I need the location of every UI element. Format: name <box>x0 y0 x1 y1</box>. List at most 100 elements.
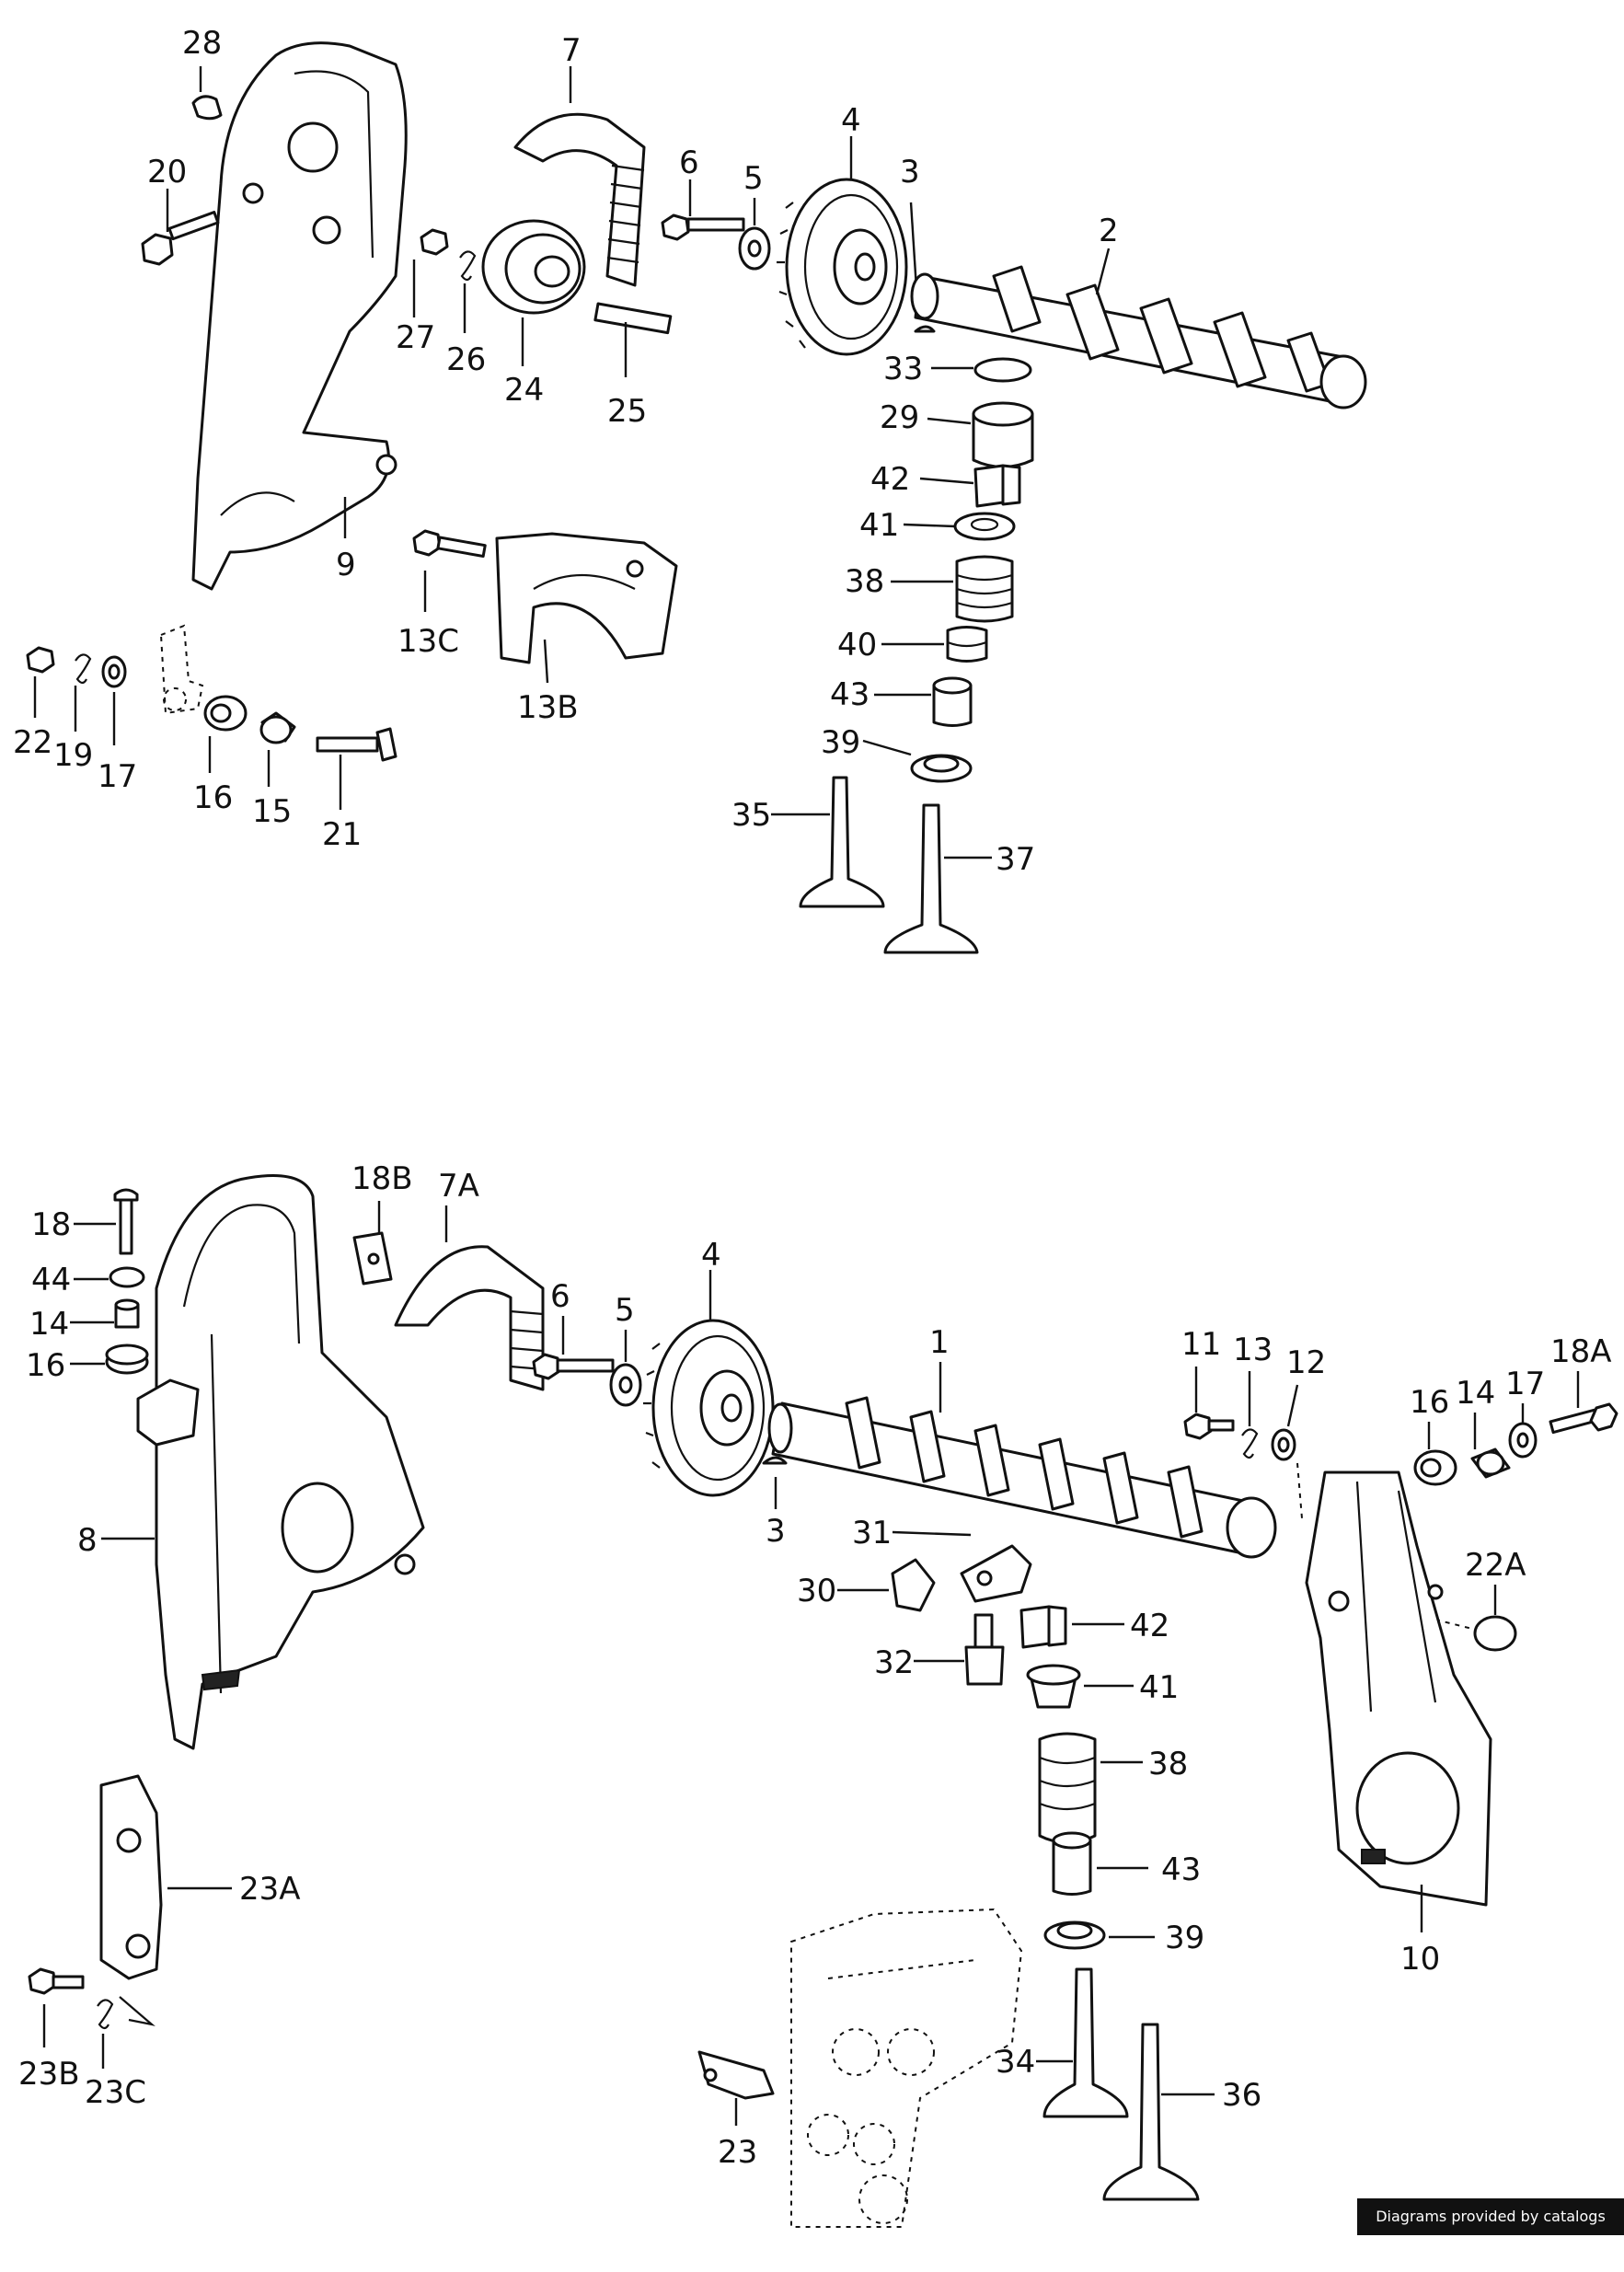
part-2-camshaft[interactable] <box>910 265 1367 409</box>
part-32-hydraulic-adjuster[interactable] <box>964 1613 1005 1686</box>
part-26-lock-washer[interactable] <box>459 250 477 282</box>
part-30-clip[interactable] <box>891 1558 936 1612</box>
part-18b-clip[interactable] <box>352 1231 393 1286</box>
part-39-valve-stem-seal-bottom[interactable] <box>1043 1920 1106 1950</box>
part-34-intake-valve[interactable] <box>1042 1967 1129 2118</box>
part-25-stud[interactable] <box>593 302 673 335</box>
part-3-woodruff-key[interactable] <box>914 325 936 333</box>
part-22-nut[interactable] <box>26 646 55 674</box>
part-38-outer-valve-spring[interactable] <box>955 555 1014 623</box>
part-43-valve-guide[interactable] <box>932 676 973 727</box>
label-35: 35 <box>731 797 771 834</box>
label-b38: 38 <box>1148 1746 1188 1782</box>
label-b14r: 14 <box>1456 1375 1495 1412</box>
part-16-bushing[interactable] <box>203 695 248 732</box>
part-43-valve-guide-bottom[interactable] <box>1052 1831 1092 1896</box>
part-18a-bolt[interactable] <box>1549 1402 1618 1435</box>
part-40-inner-valve-spring[interactable] <box>946 626 988 663</box>
part-39-valve-stem-seal[interactable] <box>910 754 973 783</box>
part-33-shim[interactable] <box>973 357 1032 383</box>
part-41-spring-retainer[interactable] <box>953 512 1016 541</box>
part-13c-bolt[interactable] <box>412 529 487 559</box>
diagram-credit-footer: Diagrams provided by catalogs parts <box>1357 2198 1624 2262</box>
label-25: 25 <box>607 393 647 430</box>
part-21-bolt[interactable] <box>316 727 397 762</box>
label-42: 42 <box>870 461 910 498</box>
part-19-lock-washer[interactable] <box>75 653 92 685</box>
label-b39: 39 <box>1165 1920 1204 1956</box>
part-44-washer[interactable] <box>109 1266 145 1288</box>
part-7-timing-belt[interactable] <box>513 112 646 287</box>
part-23-bracket[interactable] <box>697 2050 775 2100</box>
part-6-bolt[interactable] <box>661 213 745 241</box>
label-b23b: 23B <box>18 2056 80 2093</box>
label-2: 2 <box>1099 213 1119 249</box>
part-16-bushing-right[interactable] <box>1413 1449 1457 1486</box>
label-9: 9 <box>336 547 356 583</box>
label-b6: 6 <box>550 1278 570 1315</box>
part-5-washer[interactable] <box>738 226 771 271</box>
part-17-washer[interactable] <box>101 655 127 688</box>
part-35-intake-valve[interactable] <box>799 776 885 908</box>
part-18-bolt[interactable] <box>113 1188 139 1255</box>
part-14-sleeve-right[interactable] <box>1470 1447 1511 1479</box>
label-b4: 4 <box>701 1237 721 1274</box>
part-7a-timing-belt[interactable] <box>394 1245 545 1391</box>
label-b7a: 7A <box>438 1168 479 1205</box>
part-14-sleeve[interactable] <box>114 1298 140 1329</box>
part-41-spring-retainer-bottom[interactable] <box>1026 1664 1081 1709</box>
label-16: 16 <box>193 779 233 816</box>
label-b3: 3 <box>766 1513 786 1550</box>
part-15-sleeve[interactable] <box>259 711 296 744</box>
label-b36: 36 <box>1222 2077 1261 2114</box>
part-23b-bolt[interactable] <box>28 1967 85 1995</box>
label-b12: 12 <box>1286 1344 1326 1381</box>
part-28-clip[interactable] <box>191 95 223 121</box>
label-22: 22 <box>13 724 52 761</box>
label-b23c: 23C <box>85 2074 146 2111</box>
label-37: 37 <box>996 841 1035 878</box>
part-16-bushing-bottom-left[interactable] <box>105 1344 149 1375</box>
part-38-outer-valve-spring-bottom[interactable] <box>1038 1732 1097 1844</box>
label-38: 38 <box>845 563 884 600</box>
part-8-timing-belt-cover[interactable] <box>136 1174 425 1750</box>
label-24: 24 <box>504 372 544 409</box>
label-b18b: 18B <box>351 1160 413 1197</box>
part-11-bolt[interactable] <box>1183 1413 1235 1440</box>
part-13b-bracket[interactable] <box>495 532 678 664</box>
part-4-camshaft-sprocket[interactable] <box>777 178 908 356</box>
label-b10: 10 <box>1400 1941 1440 1978</box>
part-12-washer[interactable] <box>1271 1428 1296 1461</box>
part-31-rocker-arm[interactable] <box>960 1544 1032 1603</box>
callout-labels: 28 20 7 6 5 4 3 2 27 26 24 25 33 29 42 4… <box>13 25 1612 2171</box>
part-6-bolt-bottom[interactable] <box>532 1353 615 1380</box>
label-41: 41 <box>859 507 899 544</box>
part-5-washer-bottom[interactable] <box>609 1363 642 1407</box>
part-3-woodruff-key-bottom[interactable] <box>762 1456 788 1465</box>
label-28: 28 <box>182 25 222 62</box>
label-b11: 11 <box>1181 1326 1221 1363</box>
part-10-rear-timing-cover[interactable] <box>1305 1470 1492 1907</box>
part-17-washer-right[interactable] <box>1508 1422 1538 1459</box>
part-23a-bracket[interactable] <box>99 1774 163 1980</box>
part-36-exhaust-valve[interactable] <box>1102 2023 1200 2201</box>
part-42-valve-keepers-bottom[interactable] <box>1019 1605 1067 1649</box>
part-24-tensioner-pulley[interactable] <box>481 219 586 315</box>
part-37-exhaust-valve[interactable] <box>883 803 979 954</box>
phantom-engine-block <box>790 1908 1023 2228</box>
part-1-camshaft[interactable] <box>767 1396 1277 1559</box>
label-b42: 42 <box>1130 1608 1169 1644</box>
part-20-bolt[interactable] <box>141 211 220 266</box>
label-b16: 16 <box>26 1347 65 1384</box>
part-9-timing-belt-cover[interactable] <box>191 41 408 591</box>
label-20: 20 <box>147 154 187 190</box>
label-4: 4 <box>841 102 861 139</box>
part-13-lock-washer[interactable] <box>1241 1428 1259 1459</box>
part-29-bucket-tappet[interactable] <box>972 401 1034 468</box>
label-b23: 23 <box>718 2134 757 2171</box>
part-42-valve-keepers[interactable] <box>973 464 1021 508</box>
part-27-nut[interactable] <box>420 228 449 256</box>
part-23c-lock-washer[interactable] <box>97 1999 114 2030</box>
part-4-camshaft-sprocket-bottom[interactable] <box>643 1319 775 1497</box>
part-22a-plug[interactable] <box>1473 1615 1517 1652</box>
